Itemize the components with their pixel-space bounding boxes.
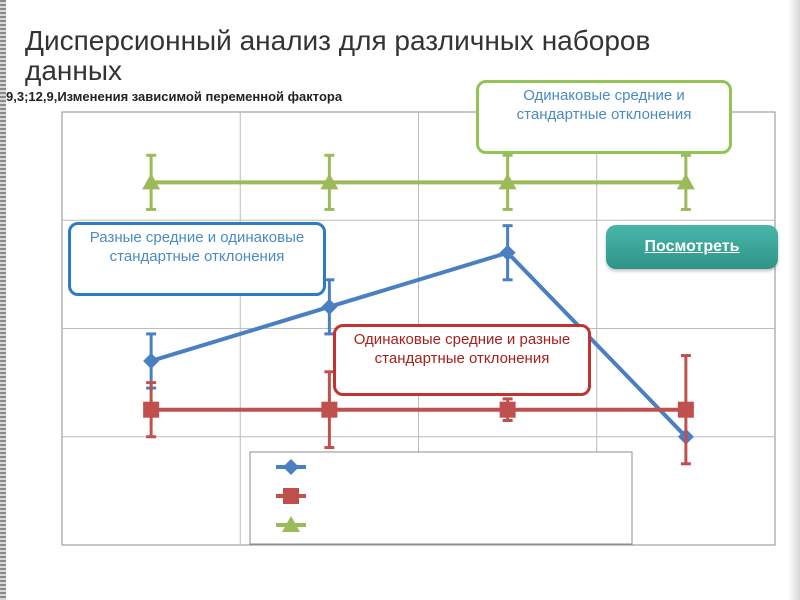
- callout-diff-means-equal-sd: Разные средние и одинаковые стандартные …: [68, 222, 326, 296]
- chart-header-text: 9,3;12,9,Изменения зависимой переменной …: [6, 89, 343, 104]
- series-green: [142, 153, 695, 211]
- data-point: [498, 173, 517, 190]
- slide-title: Дисперсионный анализ для различных набор…: [25, 25, 651, 86]
- data-point: [499, 401, 516, 418]
- data-point: [499, 244, 516, 261]
- series-blue: [143, 224, 694, 445]
- chart-legend: [249, 451, 633, 545]
- data-point: [676, 173, 695, 190]
- legend-marker: [283, 459, 299, 475]
- slide-right-shadow: [788, 0, 800, 600]
- data-point: [321, 298, 338, 315]
- data-point: [142, 173, 161, 190]
- legend-marker: [283, 488, 299, 504]
- data-point: [143, 401, 160, 418]
- legend-box: [249, 451, 633, 545]
- data-point: [143, 352, 160, 369]
- callout-equal-means-diff-sd: Одинаковые средние и разные стандартные …: [333, 324, 591, 396]
- legend-marker: [282, 516, 300, 532]
- data-point: [677, 401, 694, 418]
- chart-series: [142, 153, 695, 466]
- view-button[interactable]: Посмотреть: [606, 225, 778, 269]
- data-point: [320, 173, 339, 190]
- callout-equal-means-equal-sd: Одинаковые средние и стандартные отклоне…: [476, 80, 732, 154]
- series-line: [150, 250, 688, 439]
- series-red: [143, 354, 694, 466]
- slide-left-decoration: [0, 0, 6, 600]
- data-point: [321, 401, 338, 418]
